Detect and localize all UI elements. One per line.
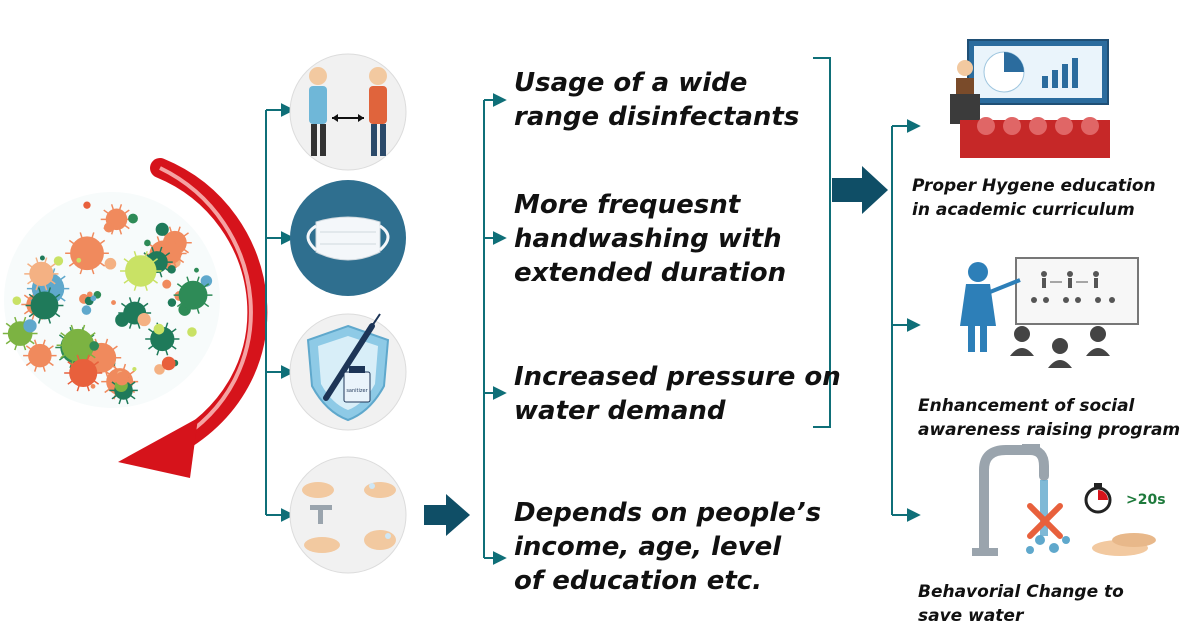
virus-particle [132, 366, 137, 372]
virus-particle [178, 280, 208, 310]
red-curved-arrow [118, 158, 268, 478]
virus-particle [137, 312, 151, 327]
handwashing-icon [289, 456, 407, 574]
right-item-line: in academic curriculum [912, 200, 1135, 220]
virus-particle [53, 256, 64, 266]
virus-particle [83, 201, 91, 209]
virus-particle [103, 222, 114, 233]
virus-particle [81, 305, 92, 315]
virus-particle [167, 265, 176, 274]
middle-item-line: range disinfectants [514, 102, 800, 132]
virus-particle [161, 356, 176, 371]
virus-particle [162, 279, 172, 289]
virus-particle [167, 298, 177, 307]
teal-arrow-outcomes [832, 166, 888, 214]
virus-particle [90, 295, 97, 302]
virus-particle [153, 323, 165, 335]
virus-particle [90, 383, 96, 389]
virus-particle [87, 291, 93, 298]
awareness-program-icon [960, 257, 1139, 368]
middle-item-handwashing: More frequesnt handwashing with extended… [514, 188, 786, 290]
right-item-social-awareness: Enhancement of social awareness raising … [918, 394, 1180, 442]
middle-item-disinfectants: Usage of a wide range disinfectants [514, 66, 799, 134]
virus-particle [69, 358, 98, 388]
right-item-behavioral-change: Behavorial Change to save water [918, 580, 1124, 628]
virus-particle [128, 213, 138, 224]
right-item-line: Proper Hygene education [912, 176, 1156, 196]
virus-particle [200, 275, 213, 287]
classroom-presentation-icon [950, 39, 1110, 158]
virus-particle [70, 236, 104, 271]
grouping-bracket [813, 57, 831, 428]
save-water-icon [972, 444, 1156, 556]
virus-particle [89, 341, 100, 351]
middle-item-line: More frequesnt [514, 190, 741, 220]
middle-item-line: income, age, level [514, 532, 782, 562]
virus-particle [23, 319, 37, 333]
teal-arrow-handwashing [424, 494, 470, 536]
virus-particle [76, 257, 82, 263]
timer-label: >20s [1126, 492, 1166, 508]
middle-item-line: of education etc. [514, 566, 763, 596]
middle-item-water-demand: Increased pressure on water demand [514, 360, 841, 428]
middle-item-line: Depends on people’s [514, 498, 822, 528]
virus-particle [30, 291, 59, 320]
sanitizer-label: sanitizer [346, 388, 368, 394]
right-bracket-connector [891, 119, 921, 522]
right-item-line: Enhancement of social [918, 396, 1135, 416]
middle-bracket-connector [483, 93, 507, 565]
middle-item-line: water demand [514, 396, 726, 426]
virus-particle [39, 255, 45, 261]
middle-item-line: handwashing with [514, 224, 782, 254]
virus-particle [70, 341, 83, 354]
virus-particle [111, 300, 116, 306]
virus-cluster-illustration [2, 192, 220, 408]
face-mask-icon [290, 180, 406, 296]
virus-particle [154, 364, 165, 375]
virus-particle [187, 327, 197, 337]
middle-item-line: extended duration [514, 258, 787, 288]
virus-particle [144, 239, 151, 247]
middle-item-line: Usage of a wide [514, 68, 748, 98]
right-item-line: awareness raising program [918, 420, 1181, 440]
right-item-hygiene-education: Proper Hygene education in academic curr… [912, 174, 1156, 222]
middle-item-depends: Depends on people’s income, age, level o… [514, 496, 821, 598]
social-distancing-icon [289, 53, 407, 171]
virus-particle [12, 296, 22, 305]
virus-particle [29, 261, 54, 286]
virus-particle [194, 267, 199, 273]
middle-item-line: Increased pressure on [514, 362, 841, 392]
right-item-line: save water [918, 606, 1024, 626]
virus-particle [28, 343, 52, 368]
left-bracket-connector [265, 103, 295, 522]
vaccine-shield-icon [289, 313, 407, 431]
virus-particle [115, 371, 129, 386]
virus-particle [125, 255, 157, 287]
virus-particle [104, 257, 117, 270]
right-item-line: Behavorial Change to [918, 582, 1124, 602]
virus-particle [155, 222, 169, 236]
